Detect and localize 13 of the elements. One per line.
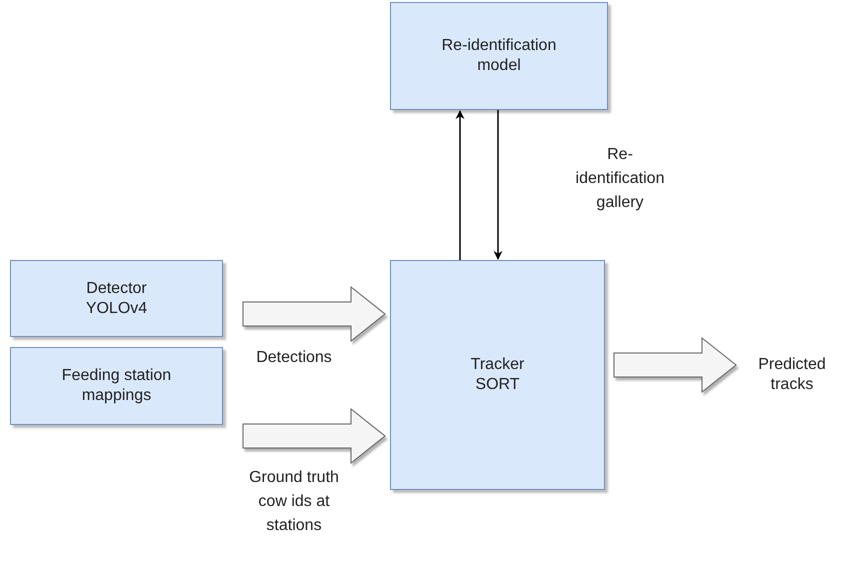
arrow	[456, 110, 464, 260]
edge-label: Re-identification gallery	[574, 145, 666, 213]
process-box: Feeding station mappings	[10, 347, 223, 425]
block-arrow	[242, 408, 386, 464]
process-box: Tracker SORT	[390, 260, 605, 490]
process-box: Re-identification model	[390, 2, 608, 110]
block-arrow	[614, 336, 737, 394]
edge-label: Detections	[255, 348, 333, 368]
block-arrow	[242, 286, 386, 342]
process-box: Detector YOLOv4	[10, 260, 223, 337]
arrow	[494, 110, 502, 260]
output-label: Predicted tracks	[738, 348, 846, 402]
edge-label: Ground truth cow ids at stations	[248, 468, 340, 536]
